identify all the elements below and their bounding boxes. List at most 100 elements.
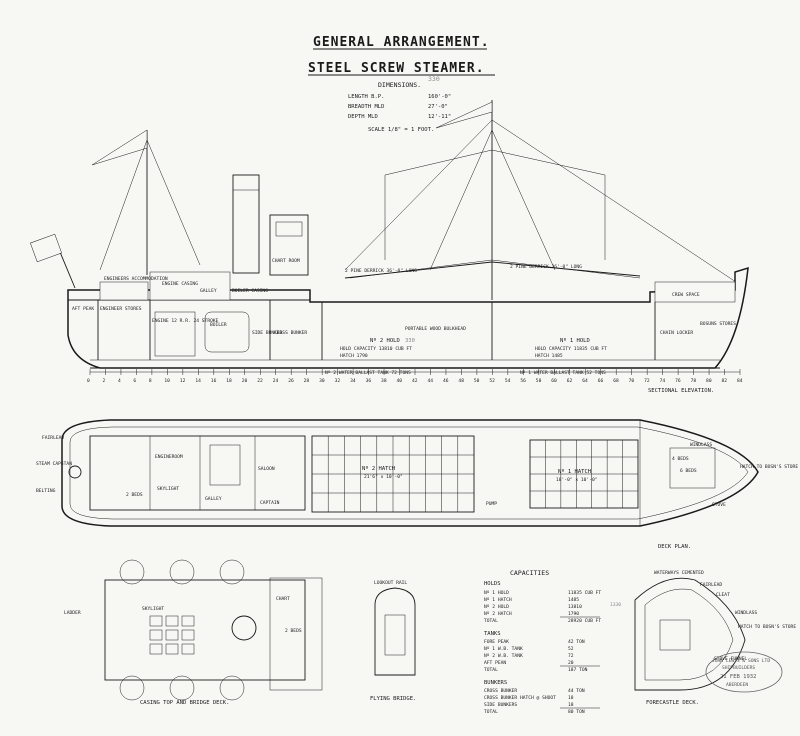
hold-row-label: Nº 2 HOLD [484, 604, 509, 610]
deck-label-hatch-1-size: 18'-0" x 10'-0" [556, 477, 598, 483]
stamp-line-3: 21 FEB 1932 [720, 674, 756, 680]
stamp-line-4: ABERDEEN [726, 682, 748, 688]
frame-number: 40 [397, 378, 403, 384]
label-cross-bunker: CROSS BUNKER [274, 330, 307, 336]
tank-row-value: 72 [568, 653, 574, 659]
casing-label-skylight: SKYLIGHT [142, 606, 164, 612]
frame-number: 6 [133, 378, 136, 384]
frame-number: 16 [211, 378, 217, 384]
tanks-heading: TANKS [484, 631, 501, 637]
sectional-elevation: ENGINEERS ACCOMMODATION ENGINE CASING GA… [30, 100, 749, 394]
pencil-note-mid: 330 [405, 338, 415, 344]
deck-label-steam-capstan: STEAM CAPSTAN [36, 461, 72, 467]
hold-row-value: 1485 [568, 597, 579, 603]
label-hold-2: Nº 2 HOLD [370, 337, 400, 344]
forecastle-label-windlass: WINDLASS [735, 610, 757, 616]
forecastle-view-label: FORECASTLE DECK. [646, 700, 699, 706]
dimension-label-length: LENGTH B.P. [348, 94, 384, 100]
deck-label-fairlead-aft: FAIRLEAD [42, 435, 64, 441]
frame-number: 2 [102, 378, 105, 384]
frame-number: 32 [335, 378, 341, 384]
dimension-label-breadth: BREADTH MLD [348, 104, 384, 110]
frame-number: 70 [629, 378, 635, 384]
forecastle-label-cleat: CLEAT [716, 592, 730, 598]
bunker-row-value: 18 [568, 695, 574, 701]
hold-row-label: Nº 1 HOLD [484, 590, 509, 596]
frame-number: 34 [350, 378, 356, 384]
bunkers-total-value: 80 TON [568, 709, 585, 715]
casing-view-label: CASING TOP AND BRIDGE DECK. [140, 700, 229, 706]
frame-number: 50 [474, 378, 480, 384]
tank-row-label: FORE PEAK [484, 639, 509, 645]
bunkers-heading: BUNKERS [484, 680, 507, 686]
label-chart-room: CHART ROOM [272, 258, 300, 264]
deck-label-hatch-to-boatswain: HATCH TO BOSN'S STORE [740, 464, 798, 470]
drawing-title: GENERAL ARRANGEMENT. [313, 35, 490, 50]
frame-number: 18 [226, 378, 232, 384]
deck-label-galley: GALLEY [205, 496, 222, 502]
hold-row-value: 1790 [568, 611, 579, 617]
frame-number: 64 [582, 378, 588, 384]
tank-row-label: AFT PEAN [484, 660, 506, 666]
casing-label-beds: 2 BEDS [285, 628, 302, 634]
deck-label-belting: BELTING [36, 488, 56, 494]
frame-number: 80 [706, 378, 712, 384]
label-crew-space: CREW SPACE [672, 292, 700, 298]
elevation-view-label: SECTIONAL ELEVATION. [648, 388, 714, 394]
frame-number: 44 [427, 378, 433, 384]
frame-number: 8 [149, 378, 152, 384]
scale-note: SCALE 1/8" = 1 FOOT. [368, 127, 434, 133]
hold-row-label: Nº 2 HATCH [484, 611, 512, 617]
label-hold-1-capacity: HOLD CAPACITY 11835 CUB FT [535, 346, 607, 352]
bunker-row-label: CROSS BUNKER [484, 688, 517, 694]
pencil-note-top: 330 [428, 75, 440, 83]
frame-number: 72 [644, 378, 650, 384]
label-portable-bulkhead: PORTABLE WOOD BULKHEAD [405, 326, 466, 332]
frame-number: 74 [660, 378, 666, 384]
dimension-label-depth: DEPTH MLD [348, 114, 378, 120]
frame-number: 54 [505, 378, 511, 384]
bunkers-total-label: TOTAL [484, 709, 498, 715]
forecastle-label-waterways: WATERWAYS CEMENTED [654, 570, 704, 576]
stamp-line-1: JOHN LEWIS & SONS LTD [712, 658, 770, 664]
deck-label-6-beds: 6 BEDS [680, 468, 697, 474]
label-engineers-accommodation: ENGINEERS ACCOMMODATION [104, 276, 168, 282]
flying-bridge-view: LOOKOUT RAIL FLYING BRIDGE. [370, 580, 416, 702]
label-boiler: BOILER [210, 322, 227, 328]
deck-label-stove: STOVE [712, 502, 726, 508]
casing-label-chart: CHART [276, 596, 290, 602]
tank-row-value: 52 [568, 646, 574, 652]
frame-number: 52 [489, 378, 495, 384]
deck-label-skylight: SKYLIGHT [157, 486, 179, 492]
deck-label-2-beds: 2 BEDS [126, 492, 143, 498]
label-galley: GALLEY [200, 288, 217, 294]
frame-number: 76 [675, 378, 681, 384]
drawing-subtitle: STEEL SCREW STEAMER. [308, 61, 485, 76]
deck-label-4-beds: 4 BEDS [672, 456, 689, 462]
dimension-value-breadth: 27'-0" [428, 104, 448, 110]
frame-number: 58 [536, 378, 542, 384]
label-side-bunker: SIDE BUNKER [252, 330, 283, 336]
tank-row-value: 20 [568, 660, 574, 666]
frame-number: 42 [412, 378, 418, 384]
label-engine-room: ENGINE 12 R.R. 24 STROKE [152, 318, 219, 324]
frame-number: 0 [87, 378, 90, 384]
forecastle-view: WATERWAYS CEMENTED FAIRLEAD CLEAT WINDLA… [634, 570, 796, 706]
deck-plan: FAIRLEAD STEAM CAPSTAN BELTING ENGINEROO… [36, 419, 798, 550]
frame-number: 48 [458, 378, 464, 384]
forecastle-label-hatch: HATCH TO BOSN'S STORE [738, 624, 796, 630]
title-block: GENERAL ARRANGEMENT. STEEL SCREW STEAMER… [308, 35, 495, 133]
hold-row-value: 11835 CUB FT [568, 590, 601, 596]
hatch-grid [312, 436, 638, 512]
frame-number: 26 [288, 378, 294, 384]
deck-plan-view-label: DECK PLAN. [658, 544, 691, 550]
dimensions-heading: DIMENSIONS. [378, 81, 421, 89]
deck-label-hatch-2: Nº 2 HATCH [362, 465, 395, 472]
label-chain-locker: CHAIN LOCKER [660, 330, 693, 336]
frame-number: 36 [366, 378, 372, 384]
holds-total-value: 28920 CUB FT [568, 618, 601, 624]
dimension-value-depth: 12'-11" [428, 114, 451, 120]
